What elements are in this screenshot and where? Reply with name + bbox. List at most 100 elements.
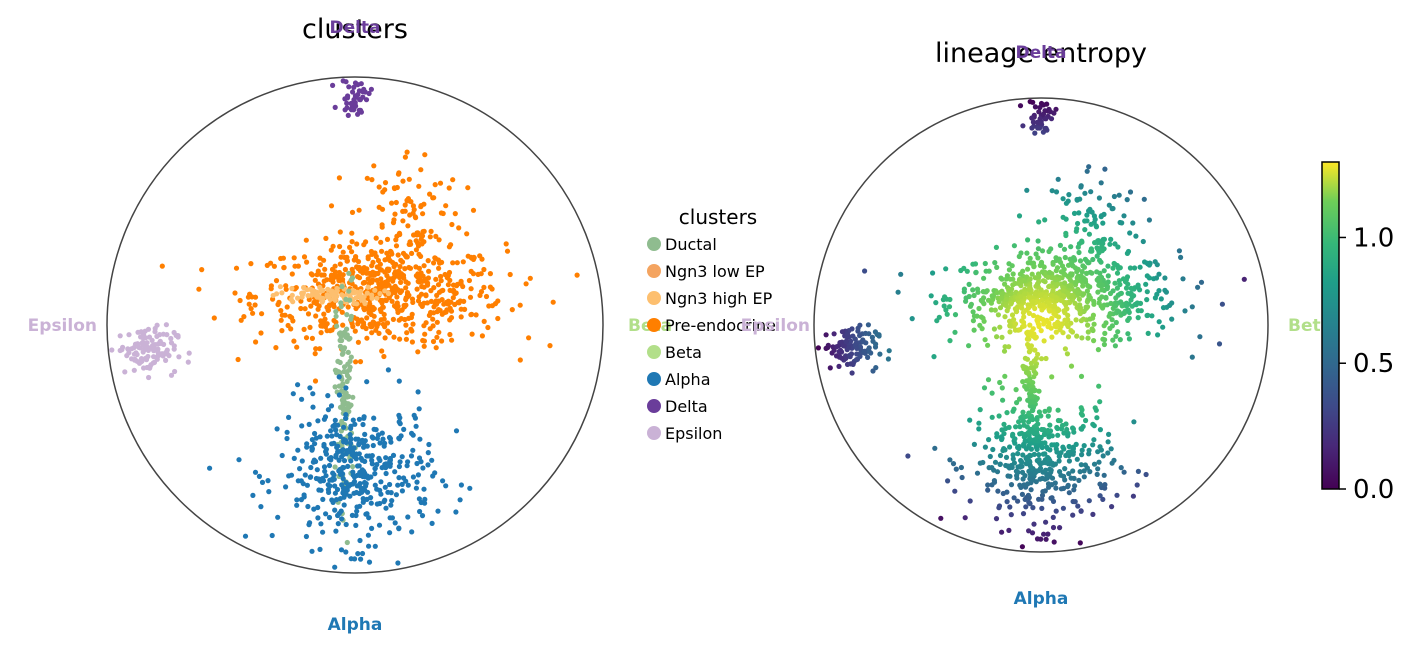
scatter-point xyxy=(1241,276,1247,282)
scatter-point xyxy=(1042,440,1048,446)
scatter-point xyxy=(407,212,413,218)
scatter-point xyxy=(307,520,313,526)
scatter-point xyxy=(409,339,415,345)
scatter-point xyxy=(998,275,1004,281)
scatter-point xyxy=(1053,189,1060,195)
scatter-point xyxy=(852,336,858,342)
scatter-point xyxy=(1111,457,1117,463)
scatter-point xyxy=(332,464,338,470)
scatter-point xyxy=(1056,458,1062,464)
scatter-point xyxy=(1039,492,1046,498)
scatter-point xyxy=(1112,343,1118,349)
scatter-point xyxy=(1128,291,1134,297)
scatter-point xyxy=(1156,319,1162,325)
legend-marker xyxy=(647,318,661,332)
scatter-point xyxy=(1149,313,1155,319)
scatter-point xyxy=(322,266,328,272)
scatter-point xyxy=(1064,321,1070,327)
scatter-point xyxy=(1195,284,1201,290)
scatter-point xyxy=(323,446,329,452)
scatter-point xyxy=(1014,400,1020,406)
scatter-point xyxy=(999,385,1005,391)
scatter-point xyxy=(413,247,419,253)
scatter-point xyxy=(1020,452,1026,458)
scatter-point xyxy=(1055,176,1061,182)
scatter-point xyxy=(999,435,1005,441)
scatter-point xyxy=(1067,277,1073,283)
scatter-point xyxy=(994,264,1000,270)
scatter-point xyxy=(1026,528,1032,534)
scatter-point xyxy=(149,337,155,343)
colorbar-tick-label: 0.0 xyxy=(1353,475,1394,505)
scatter-point xyxy=(976,305,982,312)
scatter-point xyxy=(1078,405,1084,411)
scatter-point xyxy=(388,502,394,508)
scatter-point xyxy=(378,479,384,485)
scatter-point xyxy=(981,275,987,281)
scatter-point xyxy=(369,457,375,463)
scatter-point xyxy=(980,289,986,295)
scatter-point xyxy=(323,451,329,457)
scatter-point xyxy=(337,261,343,267)
scatter-point xyxy=(1097,481,1103,487)
scatter-point xyxy=(1037,116,1043,122)
scatter-point xyxy=(246,301,252,307)
scatter-point xyxy=(354,508,360,514)
scatter-point xyxy=(407,265,414,271)
scatter-point xyxy=(1100,453,1106,459)
scatter-point xyxy=(834,344,840,350)
scatter-point xyxy=(1160,324,1166,330)
scatter-point xyxy=(1075,220,1081,227)
scatter-point xyxy=(289,292,295,298)
scatter-point xyxy=(1100,282,1106,288)
scatter-point xyxy=(1160,305,1167,311)
scatter-point xyxy=(503,241,509,247)
scatter-point xyxy=(378,276,384,282)
scatter-point xyxy=(361,265,367,271)
scatter-point xyxy=(397,459,403,465)
scatter-point xyxy=(339,309,345,315)
scatter-point xyxy=(1037,302,1043,308)
scatter-point xyxy=(961,265,967,271)
scatter-point xyxy=(1040,451,1046,457)
scatter-point xyxy=(1010,452,1016,458)
scatter-point xyxy=(354,241,360,247)
scatter-point xyxy=(1045,531,1051,537)
scatter-point xyxy=(1061,246,1068,252)
scatter-point xyxy=(409,430,415,436)
scatter-point xyxy=(294,497,300,503)
scatter-point xyxy=(408,241,414,247)
scatter-point xyxy=(416,406,422,412)
scatter-point xyxy=(1062,280,1068,286)
scatter-point xyxy=(1098,213,1105,219)
scatter-point xyxy=(316,487,322,493)
scatter-point xyxy=(1051,311,1057,317)
scatter-point xyxy=(1050,261,1056,267)
scatter-point xyxy=(1033,251,1039,257)
scatter-point xyxy=(981,318,987,324)
scatter-point xyxy=(315,418,321,424)
scatter-point xyxy=(396,463,402,470)
scatter-point xyxy=(233,265,240,271)
scatter-point xyxy=(1138,308,1144,314)
scatter-point xyxy=(964,268,970,274)
scatter-point xyxy=(320,529,326,535)
scatter-point xyxy=(392,287,398,293)
scatter-point xyxy=(395,171,402,177)
scatter-point xyxy=(1006,287,1012,294)
scatter-point xyxy=(995,488,1001,494)
scatter-point xyxy=(1058,297,1064,303)
scatter-point xyxy=(340,388,346,395)
scatter-point xyxy=(421,338,427,344)
scatter-point xyxy=(122,369,128,375)
scatter-point xyxy=(337,243,343,250)
scatter-point xyxy=(377,291,383,297)
scatter-point xyxy=(1083,305,1089,311)
scatter-point xyxy=(295,382,301,388)
scatter-point xyxy=(383,461,389,467)
scatter-point xyxy=(1015,444,1021,450)
scatter-point xyxy=(283,283,289,289)
scatter-point xyxy=(1025,237,1031,243)
scatter-point xyxy=(291,338,297,344)
scatter-point xyxy=(438,273,444,280)
